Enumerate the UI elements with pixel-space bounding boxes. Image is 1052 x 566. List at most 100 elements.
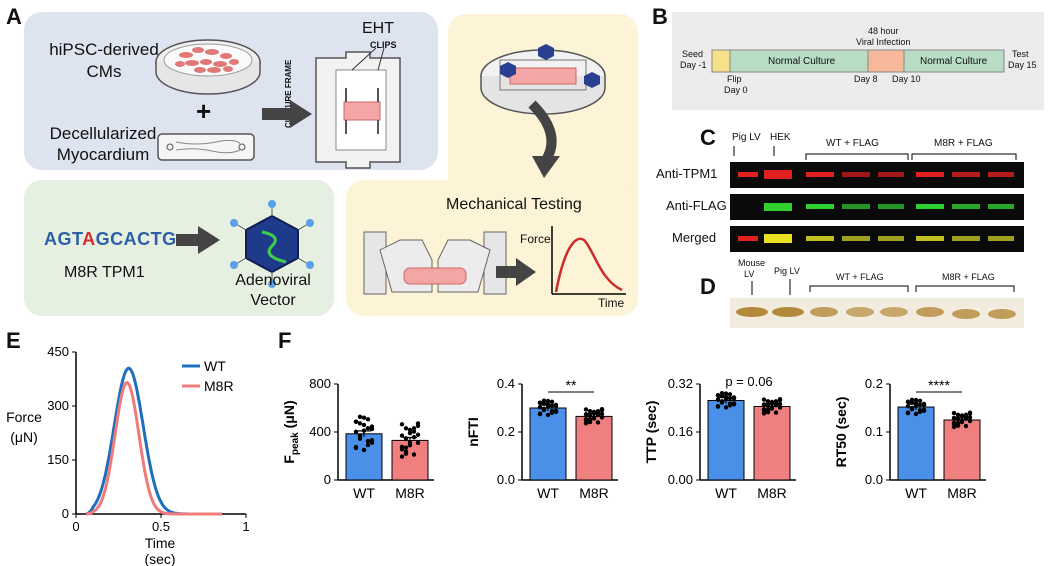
x-tick-label: 0 bbox=[72, 519, 79, 534]
culture-frame-icon bbox=[315, 47, 401, 169]
panel-label-a: A bbox=[6, 4, 22, 29]
y-tick-label: 0.2 bbox=[865, 376, 883, 391]
data-point bbox=[761, 408, 767, 413]
data-point bbox=[951, 424, 957, 430]
y-tick-label: 300 bbox=[47, 398, 69, 413]
arrow-icon bbox=[496, 258, 536, 286]
y-axis-label-unit: (μN) bbox=[10, 429, 38, 445]
y-tick-label: 0.1 bbox=[865, 424, 883, 439]
data-point bbox=[357, 414, 363, 420]
y-tick-label: 0.00 bbox=[668, 472, 693, 487]
data-point bbox=[403, 449, 409, 454]
gel-lane-pig: Pig LV bbox=[774, 266, 800, 276]
data-point bbox=[399, 447, 405, 452]
y-tick-label: 0 bbox=[62, 506, 69, 521]
bar-m8r bbox=[753, 406, 791, 481]
data-point bbox=[415, 440, 421, 446]
mech-testing-label: Mechanical Testing bbox=[446, 196, 582, 213]
y-tick-label: 150 bbox=[47, 452, 69, 467]
data-point bbox=[967, 410, 973, 415]
y-tick-label: 0.16 bbox=[668, 424, 693, 439]
data-point bbox=[545, 398, 551, 404]
lane-pig-lv: Pig LV bbox=[732, 132, 761, 143]
legend-label-m8r: M8R bbox=[204, 378, 234, 394]
flip-label-2: Day 0 bbox=[724, 85, 748, 95]
data-point bbox=[541, 401, 547, 406]
data-point bbox=[913, 411, 919, 417]
data-point bbox=[583, 421, 589, 426]
data-point bbox=[955, 420, 961, 426]
data-point bbox=[905, 410, 911, 415]
data-point bbox=[583, 412, 589, 417]
data-point bbox=[353, 429, 359, 434]
panel-label-d: D bbox=[700, 274, 716, 299]
y-tick-label: 450 bbox=[47, 344, 69, 359]
data-point bbox=[411, 429, 417, 434]
bar-wt bbox=[345, 433, 383, 481]
data-point bbox=[587, 409, 593, 414]
y-tick-label: 0.2 bbox=[497, 424, 515, 439]
x-tick-label: M8R bbox=[579, 485, 609, 501]
bar-wt bbox=[707, 400, 745, 481]
myocardium-slab-icon bbox=[157, 133, 255, 161]
vector-label-2: Vector bbox=[250, 292, 296, 309]
data-point bbox=[403, 426, 409, 431]
data-point bbox=[399, 433, 405, 438]
seq-mutation: A bbox=[82, 229, 96, 249]
eht-label: EHT bbox=[362, 20, 394, 37]
data-point bbox=[545, 401, 551, 407]
data-point bbox=[959, 414, 965, 420]
data-point bbox=[591, 411, 597, 416]
data-point bbox=[909, 405, 915, 411]
data-point bbox=[921, 408, 927, 414]
data-point bbox=[921, 402, 927, 408]
data-point bbox=[731, 402, 737, 407]
data-point bbox=[403, 436, 409, 441]
data-point bbox=[365, 438, 371, 444]
adenovirus-icon bbox=[230, 200, 314, 288]
data-point bbox=[917, 398, 923, 404]
significance-label: **** bbox=[928, 377, 950, 393]
y-tick-label: 0.0 bbox=[497, 472, 515, 487]
data-point bbox=[599, 411, 605, 417]
data-point bbox=[715, 393, 721, 398]
bar-m8r bbox=[391, 439, 429, 481]
data-point bbox=[955, 416, 961, 422]
data-point bbox=[411, 426, 417, 431]
x-tick-label: WT bbox=[353, 485, 375, 501]
data-point bbox=[761, 402, 767, 407]
data-point bbox=[777, 397, 783, 402]
force-axis-label: Force bbox=[520, 232, 551, 246]
lane-m8r-flag: M8R + FLAG bbox=[934, 138, 993, 149]
data-point bbox=[357, 433, 363, 439]
seed-label-2: Day -1 bbox=[680, 60, 707, 70]
data-point bbox=[537, 411, 543, 416]
legend-label-wt: WT bbox=[204, 358, 226, 374]
data-point bbox=[913, 397, 919, 403]
mutant-sequence: AGTAGCACTG bbox=[44, 229, 177, 250]
data-point bbox=[587, 413, 593, 418]
data-point bbox=[361, 428, 367, 433]
panel-label-b: B bbox=[652, 4, 668, 29]
data-point bbox=[777, 405, 783, 410]
data-point bbox=[411, 452, 417, 457]
data-point bbox=[399, 422, 405, 427]
data-point bbox=[415, 421, 421, 426]
data-point bbox=[731, 396, 737, 401]
data-point bbox=[415, 432, 421, 437]
x-tick-label: 0.5 bbox=[152, 519, 170, 534]
data-point bbox=[959, 418, 965, 424]
bar-wt bbox=[897, 406, 935, 481]
bar-m8r bbox=[575, 415, 613, 481]
data-point bbox=[595, 409, 601, 414]
data-point bbox=[361, 447, 367, 453]
data-point bbox=[583, 407, 589, 412]
series-line-wt bbox=[85, 366, 223, 516]
data-point bbox=[723, 394, 729, 399]
lane-wt-flag: WT + FLAG bbox=[826, 138, 879, 149]
data-point bbox=[905, 399, 911, 405]
normal-culture-2: Normal Culture bbox=[920, 56, 988, 67]
y-axis-label: RT50 (sec) bbox=[833, 397, 849, 468]
data-point bbox=[595, 420, 601, 425]
